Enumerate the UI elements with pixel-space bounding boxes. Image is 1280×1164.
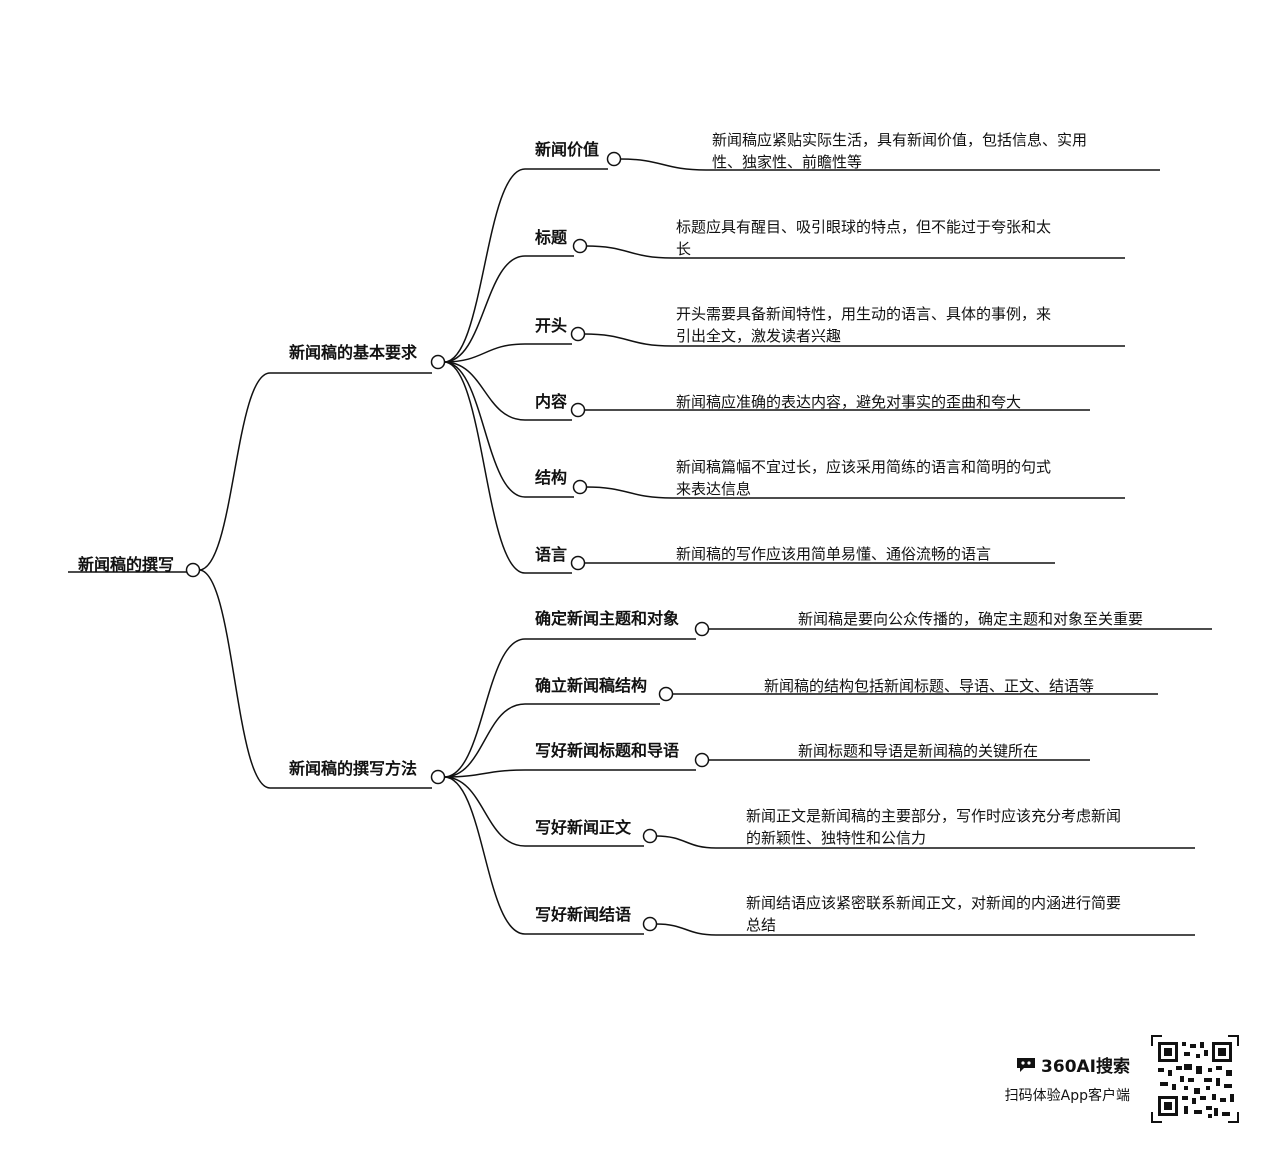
node-label-news-value[interactable]: 新闻价值 xyxy=(535,140,600,159)
child-node-0-3-circle[interactable] xyxy=(570,402,586,418)
desc-line: 新闻结语应该紧密联系新闻正文，对新闻的内涵进行简要 xyxy=(746,894,1122,912)
branch-1-child-1-connector xyxy=(443,703,526,778)
qr-code-icon[interactable] xyxy=(1150,1034,1240,1124)
child-node-1-3-circle[interactable] xyxy=(642,828,658,844)
child-node-0-5-circle[interactable] xyxy=(570,555,586,571)
desc-line: 长 xyxy=(676,240,692,258)
branch-node-0-circle[interactable] xyxy=(430,354,446,370)
desc-line: 来表达信息 xyxy=(676,480,752,498)
node-label-headline-lead[interactable]: 写好新闻标题和导语 xyxy=(535,741,680,760)
child-node-0-2-circle[interactable] xyxy=(570,326,586,342)
node-label-content[interactable]: 内容 xyxy=(535,392,568,411)
brand-name: 360AI搜索 xyxy=(1041,1057,1130,1077)
child-node-0-4-circle[interactable] xyxy=(572,479,588,495)
branch-0-child-1-connector xyxy=(443,255,526,363)
chat-bubble-icon xyxy=(1017,1057,1036,1072)
desc-line: 新闻稿篇幅不宜过长，应该采用简练的语言和简明的句式 xyxy=(676,458,1052,476)
desc-establish-structure: 新闻稿的结构包括新闻标题、导语、正文、结语等 xyxy=(764,675,1094,697)
node-label-language[interactable]: 语言 xyxy=(535,545,568,564)
desc-line: 开头需要具备新闻特性，用生动的语言、具体的事例，来 xyxy=(676,305,1052,323)
node-label-conclusion[interactable]: 写好新闻结语 xyxy=(535,905,632,924)
branch-0-child-3-connector xyxy=(443,361,526,421)
branch-label-methods[interactable]: 新闻稿的撰写方法 xyxy=(289,759,418,778)
desc-structure: 新闻稿篇幅不宜过长，应该采用简练的语言和简明的句式 来表达信息 xyxy=(676,456,1051,500)
desc-title: 标题应具有醒目、吸引眼球的特点，但不能过于夸张和太 长 xyxy=(676,216,1051,260)
child-0-1-desc-connector xyxy=(585,245,673,259)
child-node-0-1-circle[interactable] xyxy=(572,238,588,254)
root-node-label[interactable]: 新闻稿的撰写 xyxy=(78,555,175,574)
desc-line: 新闻稿的写作应该用简单易懂、通俗流畅的语言 xyxy=(676,545,992,563)
branch-label-requirements[interactable]: 新闻稿的基本要求 xyxy=(289,343,418,362)
desc-define-topic: 新闻稿是要向公众传播的，确定主题和对象至关重要 xyxy=(798,608,1143,630)
child-node-1-2-circle[interactable] xyxy=(694,752,710,768)
desc-line: 新闻稿的结构包括新闻标题、导语、正文、结语等 xyxy=(764,677,1095,695)
branch-0-child-4-connector xyxy=(443,361,526,498)
desc-news-value: 新闻稿应紧贴实际生活，具有新闻价值，包括信息、实用 性、独家性、前瞻性等 xyxy=(712,129,1087,173)
child-0-4-desc-connector xyxy=(585,486,673,499)
child-1-4-desc-connector xyxy=(655,923,717,936)
desc-line: 新闻稿应准确的表达内容，避免对事实的歪曲和夸大 xyxy=(676,393,1022,411)
branch-0-child-2-connector xyxy=(443,343,526,363)
child-1-3-desc-connector xyxy=(655,835,717,849)
desc-headline-lead: 新闻标题和导语是新闻稿的关键所在 xyxy=(798,740,1038,762)
child-node-1-1-circle[interactable] xyxy=(658,686,674,702)
branch-0-child-0-connector xyxy=(443,168,526,363)
branch-1-child-0-connector xyxy=(443,638,526,778)
node-label-opening[interactable]: 开头 xyxy=(535,316,568,335)
branch-1-child-2-connector xyxy=(443,769,526,778)
child-0-0-desc-connector xyxy=(619,158,707,171)
brand-subtitle: 扫码体验App客户端 xyxy=(1004,1088,1130,1104)
desc-content: 新闻稿应准确的表达内容，避免对事实的歪曲和夸大 xyxy=(676,391,1021,413)
root-to-branch-1-connector xyxy=(198,569,271,789)
branch-1-child-3-connector xyxy=(443,776,526,847)
node-label-title[interactable]: 标题 xyxy=(535,228,568,247)
root-to-branch-0-connector xyxy=(198,372,271,571)
desc-opening: 开头需要具备新闻特性，用生动的语言、具体的事例，来 引出全文，激发读者兴趣 xyxy=(676,303,1051,347)
node-label-define-topic[interactable]: 确定新闻主题和对象 xyxy=(535,609,680,628)
brand-block: 360AI搜索 扫码体验App客户端 xyxy=(1005,1052,1130,1105)
child-node-0-0-circle[interactable] xyxy=(606,151,622,167)
child-node-1-4-circle[interactable] xyxy=(642,916,658,932)
root-node-circle[interactable] xyxy=(185,562,201,578)
desc-line: 新闻标题和导语是新闻稿的关键所在 xyxy=(798,742,1039,760)
desc-line: 新闻正文是新闻稿的主要部分，写作时应该充分考虑新闻 xyxy=(746,807,1122,825)
child-node-1-0-circle[interactable] xyxy=(694,621,710,637)
branch-0-child-5-connector xyxy=(443,361,526,574)
child-0-2-desc-connector xyxy=(583,333,673,347)
desc-language: 新闻稿的写作应该用简单易懂、通俗流畅的语言 xyxy=(676,543,991,565)
node-label-structure[interactable]: 结构 xyxy=(535,468,568,487)
desc-line: 的新颖性、独特性和公信力 xyxy=(746,829,927,847)
branch-1-child-4-connector xyxy=(443,776,526,935)
desc-line: 标题应具有醒目、吸引眼球的特点，但不能过于夸张和太 xyxy=(676,218,1052,236)
desc-line: 总结 xyxy=(746,916,777,934)
branch-node-1-circle[interactable] xyxy=(430,769,446,785)
node-label-establish-structure[interactable]: 确立新闻稿结构 xyxy=(535,676,648,695)
desc-conclusion: 新闻结语应该紧密联系新闻正文，对新闻的内涵进行简要 总结 xyxy=(746,892,1121,936)
desc-line: 新闻稿是要向公众传播的，确定主题和对象至关重要 xyxy=(798,610,1144,628)
node-label-body[interactable]: 写好新闻正文 xyxy=(535,818,632,837)
brand-logo-row: 360AI搜索 xyxy=(1005,1052,1130,1077)
desc-line: 新闻稿应紧贴实际生活，具有新闻价值，包括信息、实用 xyxy=(712,131,1088,149)
desc-line: 引出全文，激发读者兴趣 xyxy=(676,327,842,345)
desc-line: 性、独家性、前瞻性等 xyxy=(712,153,863,171)
desc-body: 新闻正文是新闻稿的主要部分，写作时应该充分考虑新闻 的新颖性、独特性和公信力 xyxy=(746,805,1121,849)
